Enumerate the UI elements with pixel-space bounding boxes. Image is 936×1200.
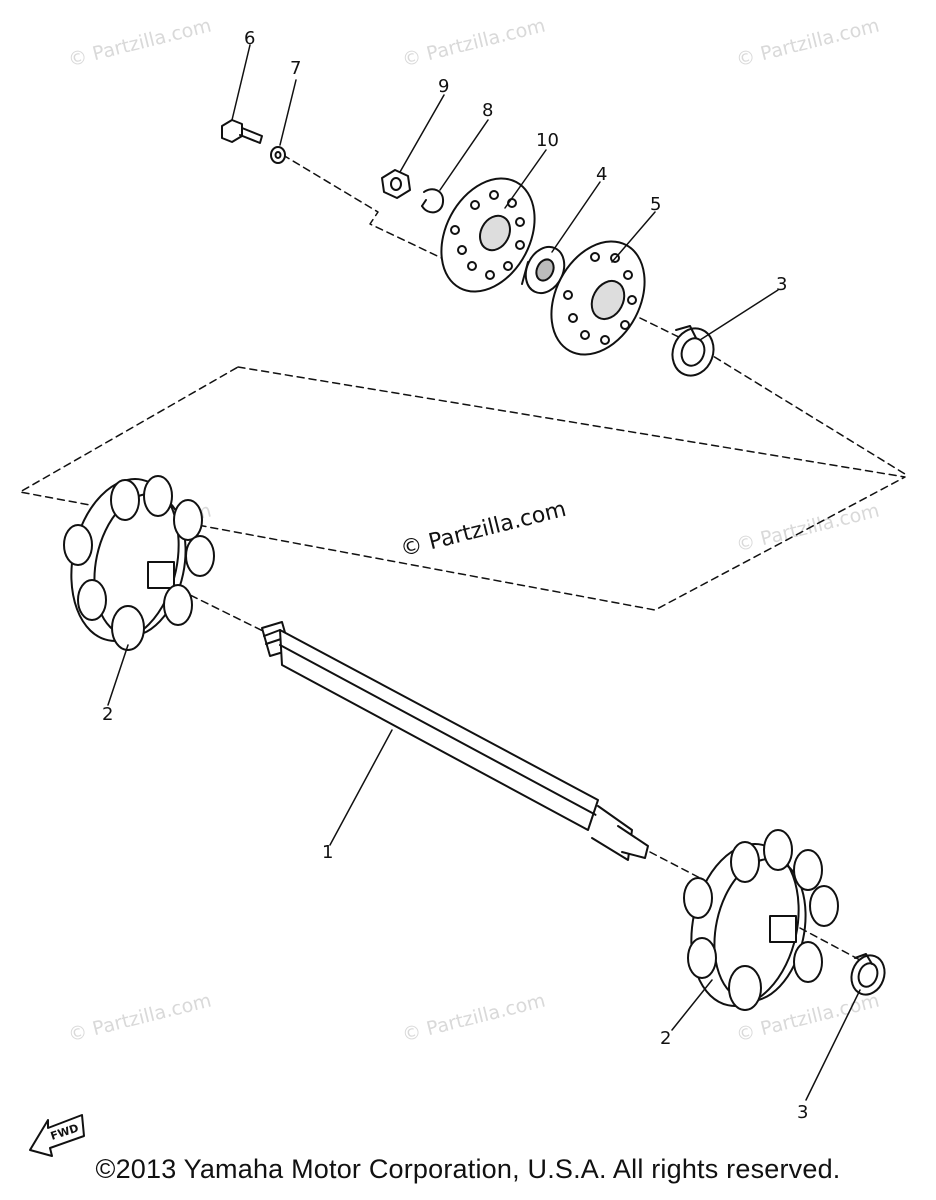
shaft-axis-left <box>179 589 266 633</box>
washer-part-7 <box>270 146 286 164</box>
callout-2-left: 2 <box>102 704 113 725</box>
shaft-axis-right <box>649 851 701 879</box>
callout-6: 6 <box>244 28 255 49</box>
callout-10: 10 <box>536 130 559 151</box>
callout-7: 7 <box>290 58 301 79</box>
copyright-notice: ©2013 Yamaha Motor Corporation, U.S.A. A… <box>95 1154 841 1184</box>
upper-axis-line <box>282 154 451 263</box>
sprocket-part-2-right <box>683 829 839 1011</box>
hub-plate-part-5 <box>550 240 646 356</box>
callout-9: 9 <box>438 76 449 97</box>
nut-part-9 <box>381 169 411 199</box>
bearing-part-4 <box>521 245 566 295</box>
callout-3-lower: 3 <box>797 1102 808 1123</box>
callout-5: 5 <box>650 194 661 215</box>
callout-2-right: 2 <box>660 1028 671 1049</box>
fwd-arrow-icon <box>29 1114 85 1157</box>
callout-4: 4 <box>596 164 607 185</box>
clamp-part-3-upper <box>671 325 715 377</box>
clamp-part-3-lower <box>850 953 886 996</box>
bolt-part-6 <box>221 119 263 144</box>
spring-washer-part-8 <box>421 188 445 214</box>
callout-3-upper: 3 <box>776 274 787 295</box>
sprocket-part-2-left <box>63 475 215 651</box>
callout-8: 8 <box>482 100 493 121</box>
shaft-axis-far <box>799 927 861 961</box>
shaft-part-1 <box>261 621 649 861</box>
callout-1: 1 <box>322 842 333 863</box>
dashed-assembly-outline <box>19 366 906 611</box>
plate-part-10 <box>440 177 536 293</box>
